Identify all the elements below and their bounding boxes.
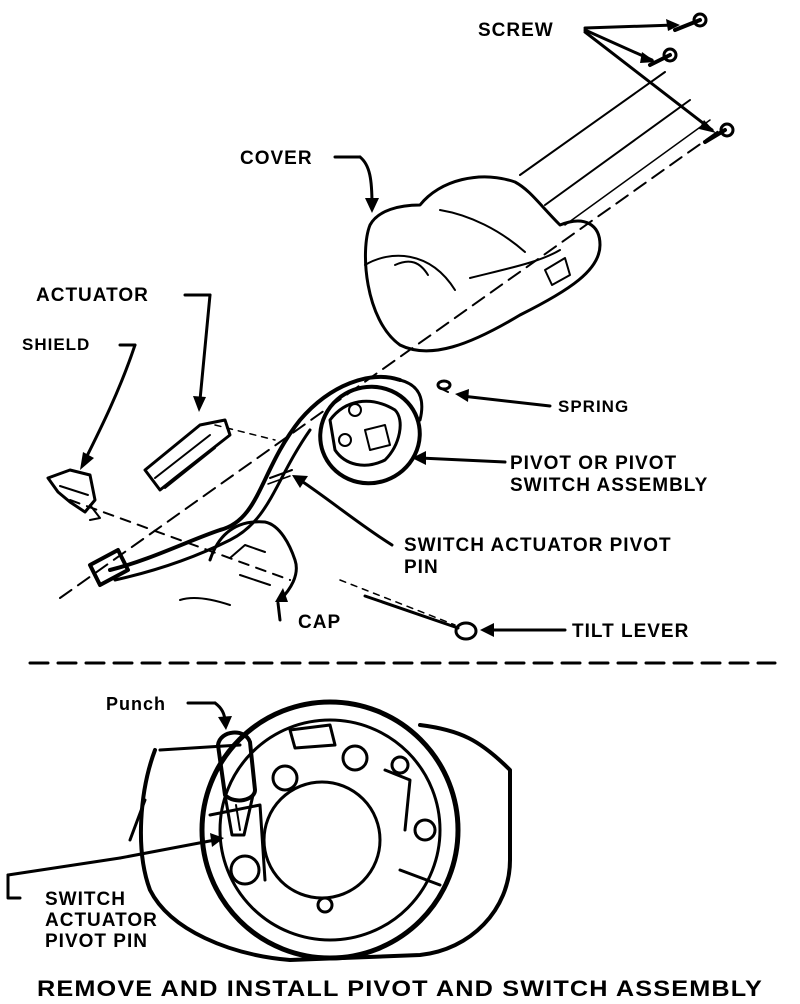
switch-pin-leader xyxy=(292,475,394,547)
switch-pin-label-line2: PIN xyxy=(404,557,439,578)
assembly-axis-line xyxy=(59,129,721,599)
tilt-lever-leader xyxy=(480,623,567,637)
punch-leader xyxy=(186,701,232,730)
lower-pin-leader xyxy=(6,833,224,900)
wiring-harness xyxy=(88,374,424,587)
actuator-label: ACTUATOR xyxy=(36,285,149,306)
spring-part xyxy=(436,379,452,393)
punch-tool xyxy=(216,730,257,837)
pivot-switch-leader xyxy=(412,451,507,465)
spring-leader xyxy=(455,389,552,408)
spring-label: SPRING xyxy=(558,397,629,416)
punch-label: Punch xyxy=(106,694,166,714)
column-housing-part xyxy=(128,723,512,962)
cover-part xyxy=(364,175,602,353)
actuator-part xyxy=(143,418,276,492)
shield-part xyxy=(46,468,101,521)
figure-caption: REMOVE AND INSTALL PIVOT AND SWITCH ASSE… xyxy=(37,976,763,1001)
cap-label: CAP xyxy=(298,612,341,633)
lower-pin-label-line1: SWITCH xyxy=(45,889,126,910)
lower-pin-label-line3: PIVOT PIN xyxy=(45,931,148,952)
shield-leader xyxy=(80,343,137,470)
lower-pin-label-line2: ACTUATOR xyxy=(45,910,158,931)
pivot-switch-assembly-part xyxy=(318,384,422,486)
shield-axis-line xyxy=(69,499,291,581)
screw-part xyxy=(648,12,735,144)
cover-label: COVER xyxy=(240,148,313,169)
switch-pin-label-line1: SWITCH ACTUATOR PIVOT xyxy=(404,535,672,556)
tilt-lever-part xyxy=(339,579,478,641)
tilt-lever-label: TILT LEVER xyxy=(572,621,689,642)
column-shaft xyxy=(519,71,711,226)
cap-leader xyxy=(275,588,288,622)
pivot-switch-label-line1: PIVOT OR PIVOT xyxy=(510,453,677,474)
shield-label: SHIELD xyxy=(22,335,90,354)
pivot-switch-ring xyxy=(199,699,461,961)
screw-label: SCREW xyxy=(478,20,554,41)
switch-actuator-pivot-pin-part xyxy=(267,469,293,485)
cover-leader xyxy=(333,155,379,213)
screw-leader xyxy=(583,19,716,133)
actuator-leader xyxy=(183,293,212,412)
pivot-switch-label-line2: SWITCH ASSEMBLY xyxy=(510,475,708,496)
cap-part xyxy=(179,520,298,606)
